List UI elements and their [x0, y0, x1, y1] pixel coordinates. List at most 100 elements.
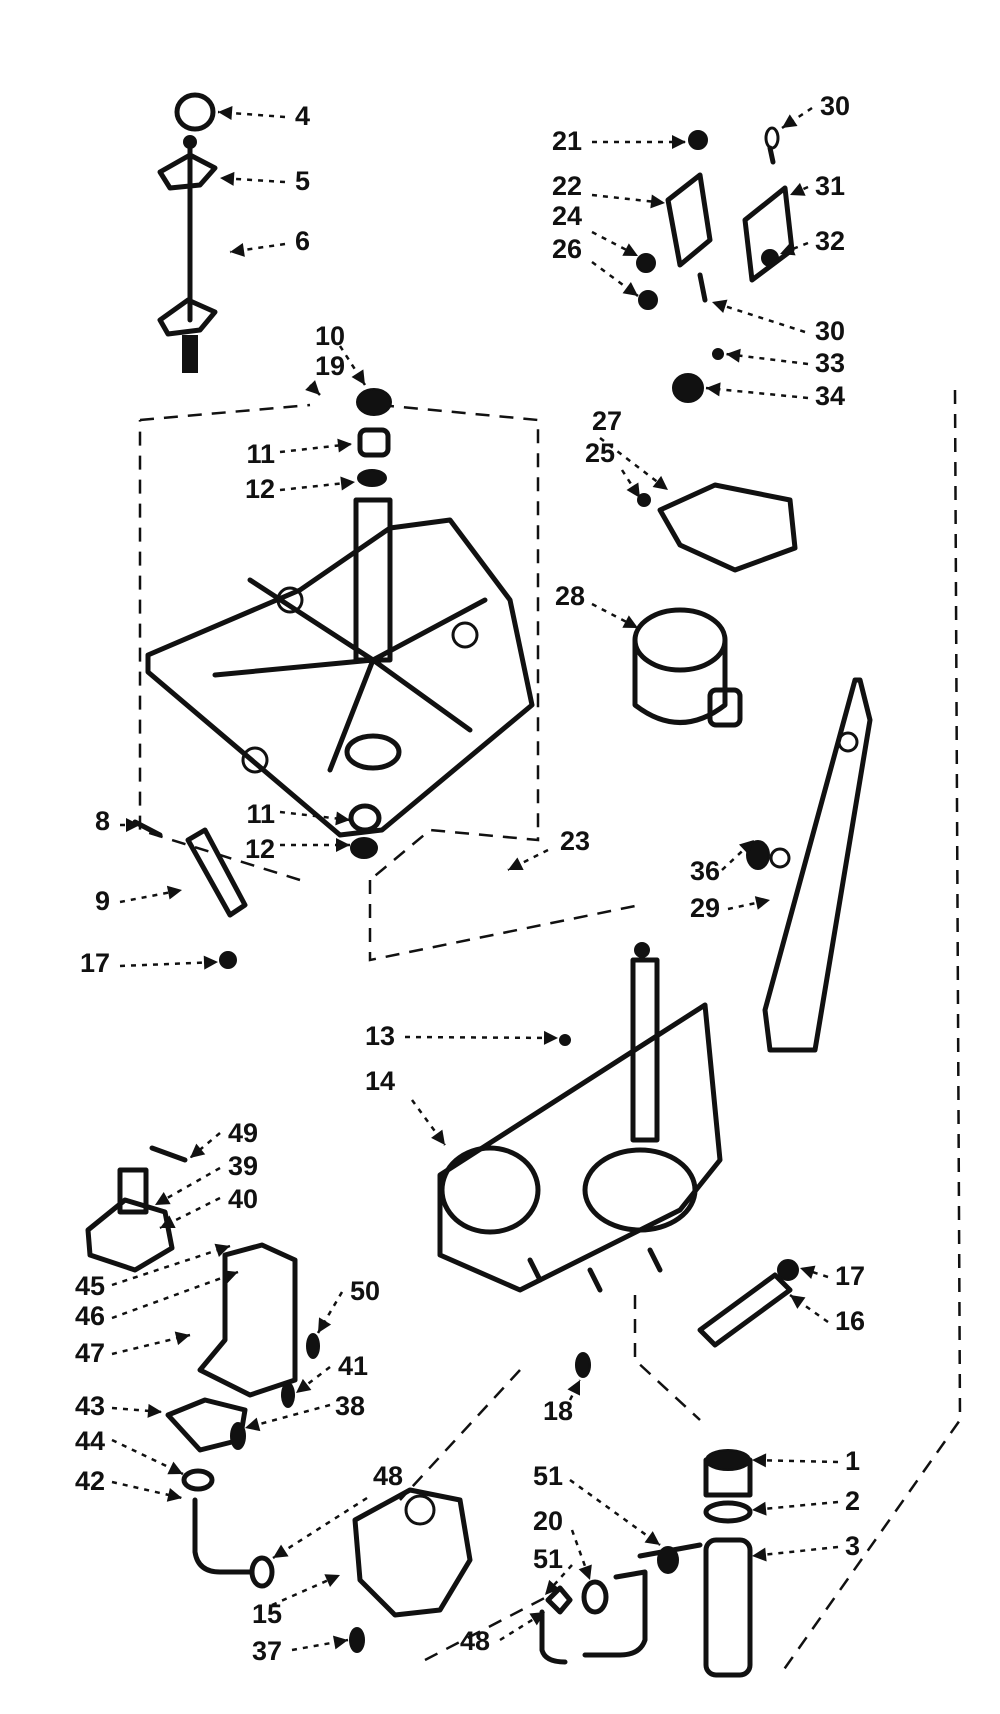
arrowhead-4: [218, 106, 233, 121]
arrowhead-30: [782, 114, 798, 128]
cover-panel-part: [746, 677, 873, 1053]
part-number-42: 42: [75, 1466, 105, 1496]
arrowhead-38: [245, 1417, 261, 1432]
leader-line-46: [111, 1270, 239, 1320]
arrowhead-30: [712, 299, 728, 313]
leader-line-28: [591, 602, 639, 630]
part-number-12: 12: [245, 834, 275, 864]
part-number-13: 13: [365, 1021, 395, 1051]
part-number-6: 6: [295, 226, 310, 256]
part-number-11: 11: [246, 439, 275, 469]
arrowhead-42: [166, 1488, 182, 1502]
arrowhead-34: [706, 382, 721, 397]
arrowhead-43: [147, 1403, 162, 1418]
leader-line-1: [751, 1458, 839, 1464]
part-number-23: 23: [560, 826, 590, 856]
arrowhead-40: [160, 1215, 176, 1228]
part-number-49: 49: [228, 1118, 258, 1148]
leader-line-44: [111, 1438, 184, 1476]
arrowhead-19: [305, 380, 320, 395]
assembly-line: [399, 1369, 521, 1501]
callouts: 4561019111211128917232122242630313230333…: [75, 91, 865, 1666]
part-number-37: 37: [252, 1636, 282, 1666]
part-number-4: 4: [295, 101, 310, 131]
leader-line-2: [751, 1500, 839, 1512]
pump-part: [349, 1487, 473, 1653]
arrowhead-51: [644, 1531, 660, 1545]
arrowhead-21: [672, 135, 686, 149]
leader-line-31: [789, 185, 809, 197]
part-number-31: 31: [815, 171, 845, 201]
arrowhead-51: [545, 1579, 560, 1595]
part-number-32: 32: [815, 226, 845, 256]
arrowhead-49: [190, 1143, 206, 1158]
arrowhead-32: [780, 242, 796, 256]
leader-line-12: [279, 480, 356, 492]
part-number-19: 19: [315, 351, 345, 381]
part-number-3: 3: [845, 1531, 860, 1561]
arrowhead-15: [324, 1574, 340, 1588]
leader-line-27: [599, 437, 669, 491]
part-number-1: 1: [845, 1446, 860, 1476]
part-number-8: 8: [95, 806, 110, 836]
arrowhead-46: [222, 1270, 238, 1284]
arrowhead-23: [508, 857, 524, 870]
leader-line-15: [271, 1573, 341, 1607]
part-number-38: 38: [335, 1391, 365, 1421]
arrowhead-14: [431, 1129, 445, 1145]
hose-assembly: [165, 1397, 275, 1589]
part-number-22: 22: [552, 171, 582, 201]
part-number-34: 34: [815, 381, 845, 411]
arrowhead-12: [340, 476, 355, 491]
part-number-29: 29: [690, 893, 720, 923]
part-number-2: 2: [845, 1486, 860, 1516]
part-number-21: 21: [552, 126, 582, 156]
part-number-14: 14: [365, 1066, 395, 1096]
part-number-30: 30: [820, 91, 850, 121]
arrowhead-37: [332, 1635, 348, 1650]
part-number-11: 11: [246, 799, 275, 829]
assembly-line: [778, 389, 962, 1676]
arrowhead-26: [622, 282, 638, 296]
mount-bracket-part: [637, 482, 798, 573]
arrowhead-13: [543, 1030, 558, 1045]
base-plate-assembly: [138, 388, 540, 882]
part-number-44: 44: [75, 1426, 105, 1456]
part-number-26: 26: [552, 234, 582, 264]
leader-line-48: [272, 1496, 368, 1560]
assembly-line: [633, 1295, 701, 1421]
rod-assembly-part: [157, 135, 218, 373]
arrowhead-11: [335, 811, 350, 826]
arrowhead-48: [529, 1612, 545, 1626]
arrowhead-29: [754, 896, 770, 910]
part-number-24: 24: [552, 201, 582, 231]
leader-line-24: [591, 230, 639, 258]
arrowhead-39: [155, 1191, 171, 1205]
part-number-5: 5: [295, 166, 310, 196]
arrowhead-3: [752, 1547, 767, 1562]
part-number-41: 41: [338, 1351, 368, 1381]
part-number-28: 28: [555, 581, 585, 611]
leader-line-13: [404, 1035, 559, 1040]
arrowhead-17: [203, 955, 218, 970]
part-number-12: 12: [245, 474, 275, 504]
arrowhead-28: [622, 615, 638, 628]
link-arm-part: [132, 819, 248, 969]
motor-part: [632, 607, 743, 728]
part-number-47: 47: [75, 1338, 105, 1368]
arrowhead-36: [738, 840, 754, 855]
arrowhead-6: [230, 243, 245, 257]
arrowhead-17: [800, 1265, 816, 1279]
leader-line-22: [591, 193, 666, 205]
arrowhead-11: [337, 438, 352, 453]
part-number-45: 45: [75, 1271, 105, 1301]
part-number-15: 15: [252, 1599, 282, 1629]
arrowhead-5: [220, 171, 235, 186]
screw-part: [575, 1352, 591, 1378]
gearcase-part: [437, 942, 723, 1293]
part-number-18: 18: [543, 1396, 573, 1426]
arrowhead-22: [650, 194, 665, 209]
part-number-36: 36: [690, 856, 720, 886]
leader-line-50: [316, 1291, 344, 1334]
part-number-27: 27: [592, 406, 622, 436]
